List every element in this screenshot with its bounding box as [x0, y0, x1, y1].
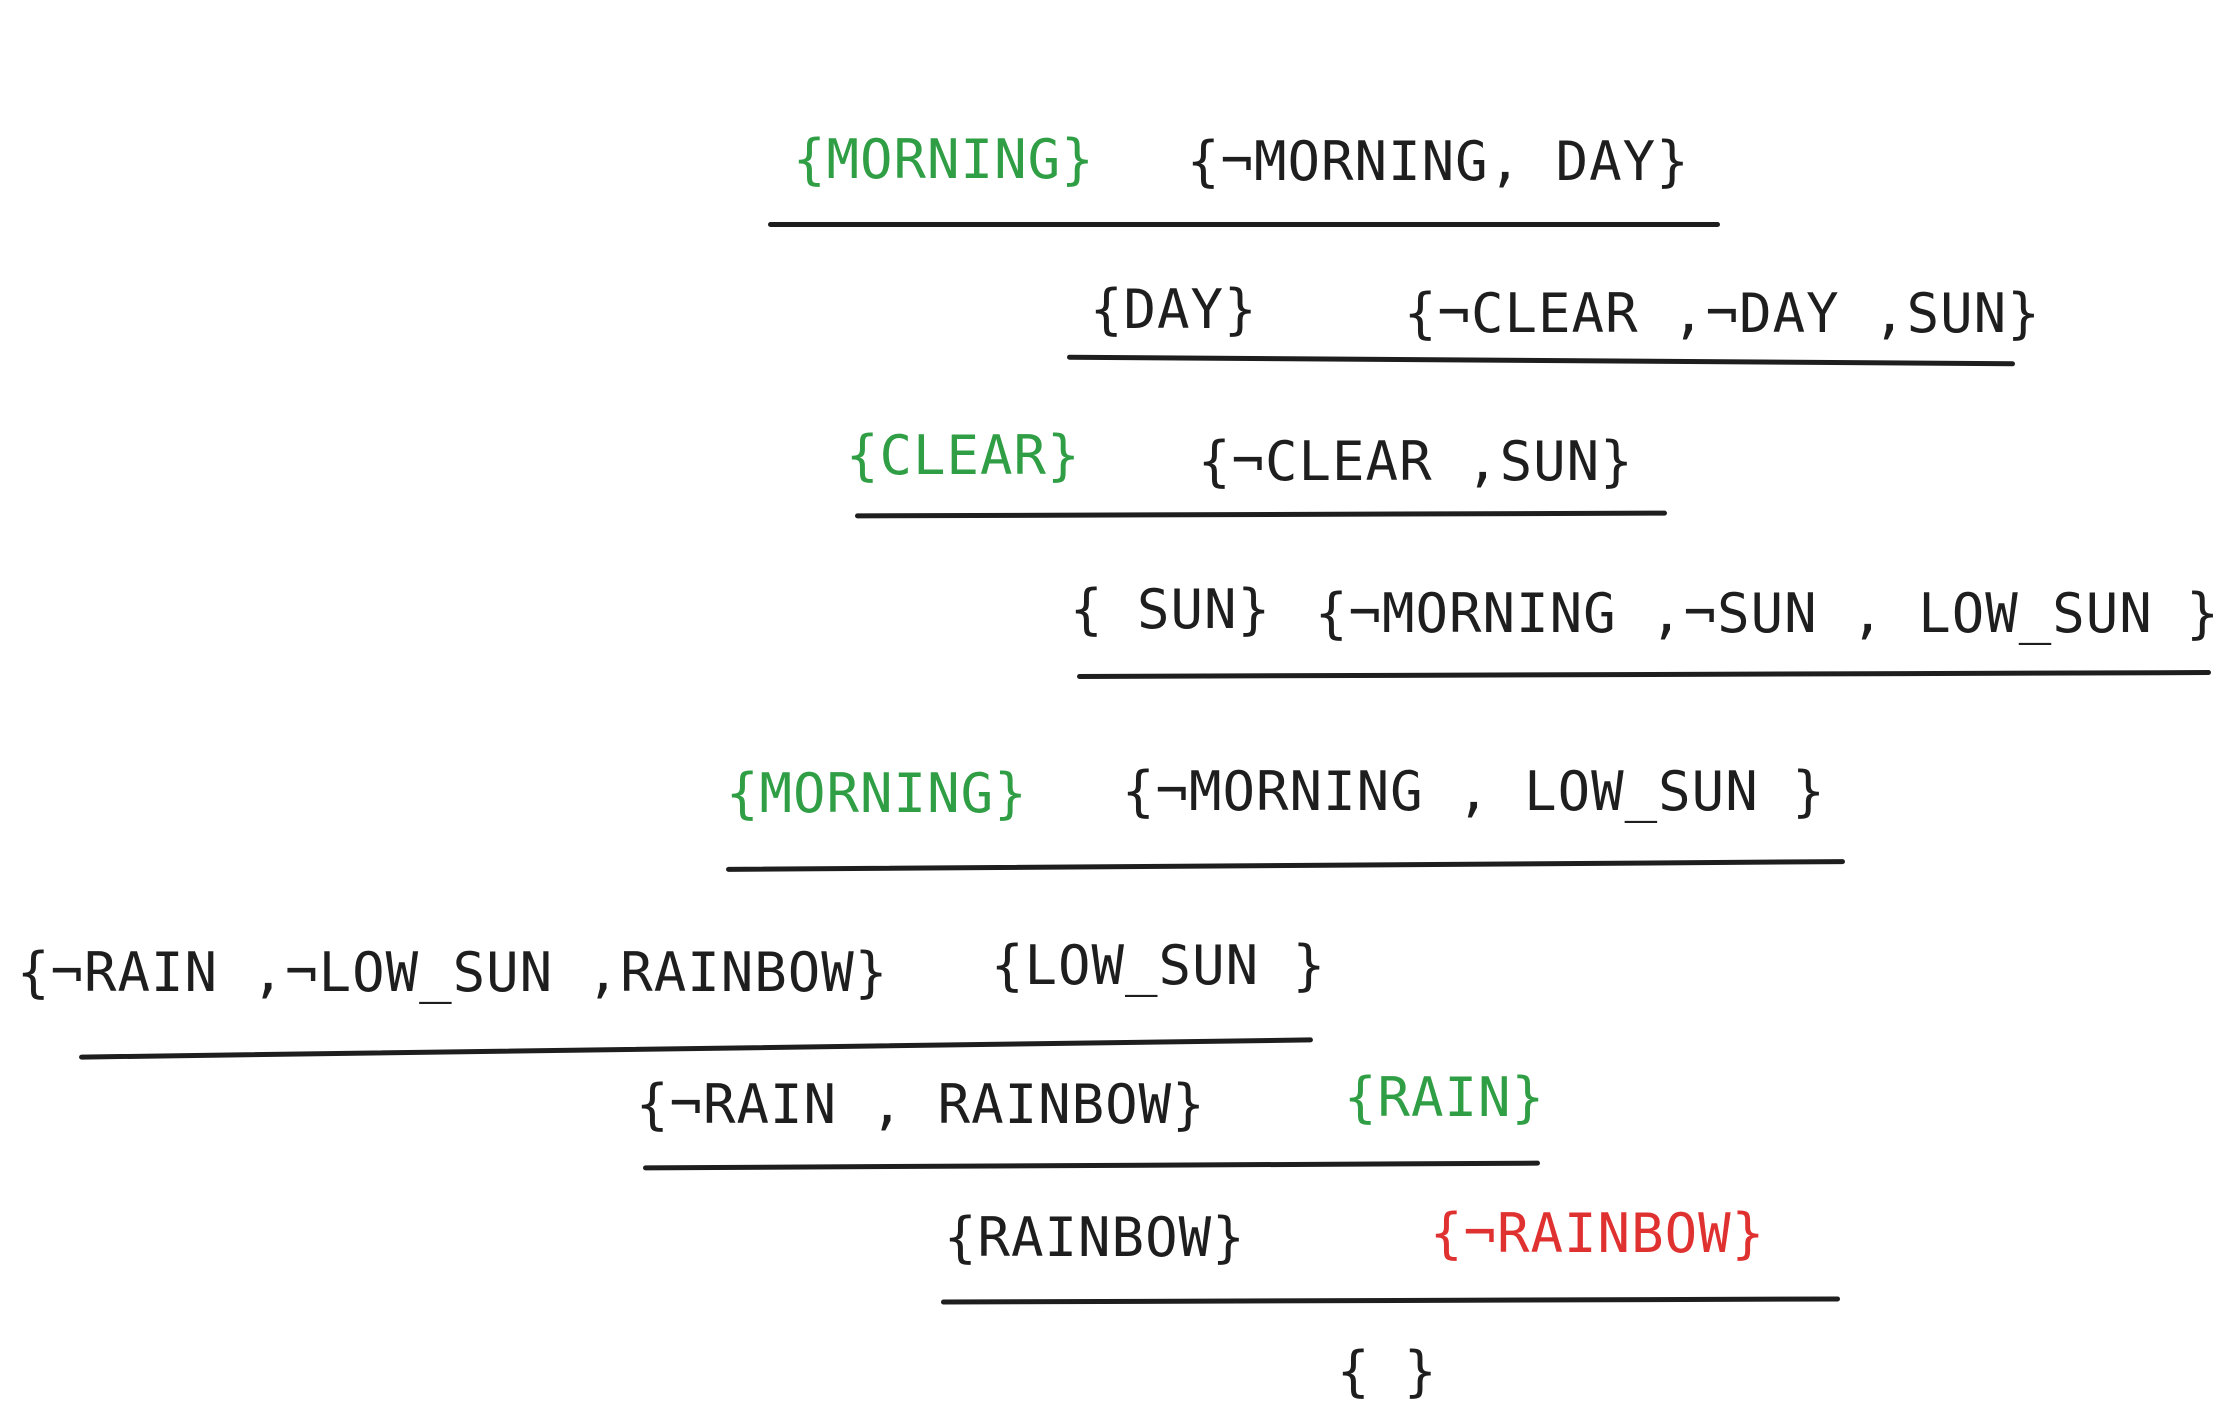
clause-not-rain-not-low-sun-rainbow: {¬RAIN ,¬LOW_SUN ,RAINBOW}: [17, 941, 889, 1004]
clause-not-morning-not-sun-low-sun: {¬MORNING ,¬SUN , LOW_SUN }: [1315, 582, 2220, 645]
resolution-line-2: [1066, 354, 2016, 367]
clause-clear-fact: {CLEAR}: [846, 424, 1081, 487]
clause-rainbow: {RAINBOW}: [944, 1206, 1246, 1269]
resolution-line-8: [940, 1296, 1841, 1305]
resolution-line-5: [725, 859, 1846, 872]
clause-not-morning-or-day: {¬MORNING, DAY}: [1187, 130, 1690, 193]
resolution-line-4: [1076, 670, 2212, 679]
clause-not-rain-rainbow: {¬RAIN , RAINBOW}: [636, 1073, 1206, 1136]
clause-low-sun: {LOW_SUN }: [991, 934, 1327, 997]
clause-morning-fact-2: {MORNING}: [726, 762, 1028, 825]
resolution-line-7: [642, 1160, 1541, 1171]
clause-day: {DAY}: [1090, 278, 1258, 341]
clause-morning-fact: {MORNING}: [793, 128, 1095, 191]
empty-clause-result: { }: [1337, 1340, 1438, 1403]
clause-not-rainbow-negated-goal: {¬RAINBOW}: [1430, 1202, 1766, 1265]
clause-rain-fact: {RAIN}: [1344, 1066, 1546, 1129]
resolution-line-3: [854, 510, 1668, 519]
resolution-line-1: [768, 222, 1720, 227]
clause-not-clear-not-day-sun: {¬CLEAR ,¬DAY ,SUN}: [1404, 282, 2041, 345]
resolution-line-6: [79, 1037, 1313, 1060]
clause-not-clear-sun: {¬CLEAR ,SUN}: [1198, 430, 1634, 493]
clause-sun: { SUN}: [1070, 578, 1272, 641]
clause-not-morning-low-sun: {¬MORNING , LOW_SUN }: [1122, 760, 1826, 823]
